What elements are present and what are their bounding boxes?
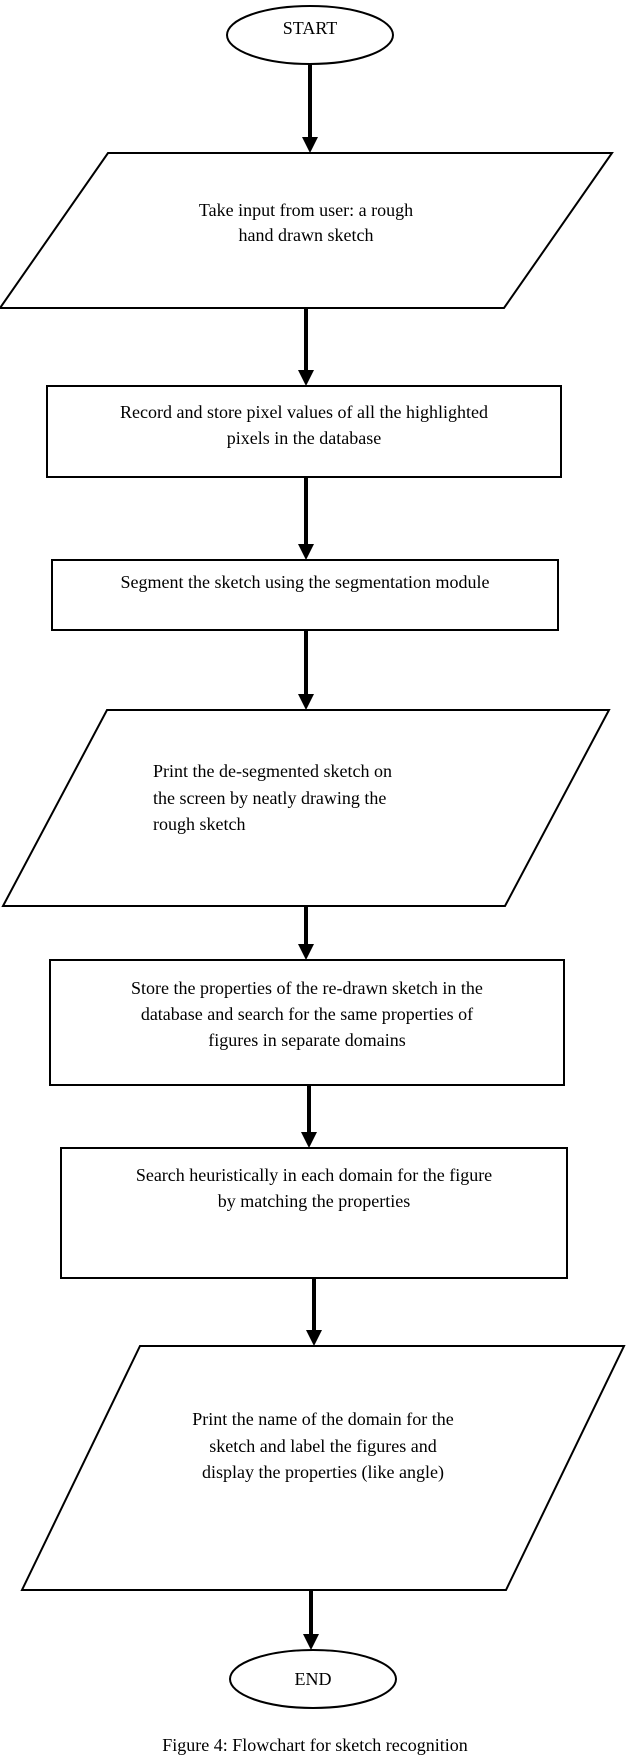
node-print-domain: Print the name of the domain for the sket…: [20, 1345, 626, 1591]
node-print-domain-line-2: display the properties (like angle): [202, 1462, 444, 1483]
terminal-ellipse: [226, 5, 394, 65]
arrow-head: [298, 544, 314, 560]
node-store-props-line-1: database and search for the same propert…: [141, 1004, 473, 1024]
node-input-line-0: Take input from user: a rough: [199, 200, 413, 220]
node-store-props: Store the properties of the re-drawn ske…: [49, 959, 565, 1086]
node-end: END: [229, 1649, 397, 1709]
node-print-sketch: Print the de-segmented sketch on the scre…: [1, 709, 611, 907]
node-print-sketch-line-2: rough sketch: [153, 814, 245, 834]
arrow-head: [306, 1330, 322, 1346]
figure-caption: Figure 4: Flowchart for sketch recogniti…: [162, 1735, 467, 1755]
node-end-line-0: END: [295, 1669, 332, 1689]
arrow-head: [298, 694, 314, 710]
process-box: [46, 385, 562, 478]
node-record-line-0: Record and store pixel values of all the…: [120, 402, 488, 422]
node-search-line-0: Search heuristically in each domain for …: [136, 1165, 492, 1185]
edge-print-domain-to-end: [303, 1590, 319, 1650]
arrow-head: [298, 944, 314, 960]
node-print-sketch-line-1: the screen by neatly drawing the: [153, 788, 386, 808]
edge-input-to-record: [298, 308, 314, 386]
edge-record-to-segment: [298, 477, 314, 560]
node-input-line-1: hand drawn sketch: [239, 225, 374, 245]
node-record: Record and store pixel values of all the…: [46, 385, 562, 478]
edge-search-to-print-domain: [306, 1278, 322, 1346]
terminal-ellipse: [229, 1649, 397, 1709]
edge-segment-to-print-sketch: [298, 630, 314, 710]
edge-store-props-to-search: [301, 1085, 317, 1148]
node-start: START: [226, 5, 394, 65]
node-record-line-1: pixels in the database: [227, 428, 381, 448]
node-search-line-1: by matching the properties: [218, 1191, 410, 1211]
flowchart-nodes: START Take input from user: a rough hand d…: [0, 5, 626, 1709]
io-parallelogram: [1, 709, 611, 907]
node-start-line-0: START: [283, 18, 337, 38]
arrow-head: [302, 137, 318, 153]
edge-start-to-input: [302, 64, 318, 153]
io-parallelogram: [20, 1345, 626, 1591]
io-parallelogram: [0, 152, 614, 309]
arrow-head: [301, 1132, 317, 1148]
node-search: Search heuristically in each domain for …: [60, 1147, 568, 1279]
edge-print-sketch-to-store-props: [298, 906, 314, 960]
node-store-props-line-2: figures in separate domains: [208, 1030, 405, 1050]
arrow-head: [303, 1634, 319, 1650]
node-segment-line-0: Segment the sketch using the segmentatio…: [121, 572, 490, 592]
node-print-sketch-line-0: Print the de-segmented sketch on: [153, 761, 392, 781]
arrow-head: [298, 370, 314, 386]
node-print-domain-line-0: Print the name of the domain for the: [192, 1409, 453, 1429]
node-segment: Segment the sketch using the segmentatio…: [51, 559, 559, 631]
node-print-domain-line-1: sketch and label the figures and: [209, 1436, 436, 1456]
flowchart-edges: [298, 64, 322, 1650]
process-box: [60, 1147, 568, 1279]
node-input: Take input from user: a rough hand drawn …: [0, 152, 614, 309]
node-store-props-line-0: Store the properties of the re-drawn ske…: [131, 978, 483, 998]
process-box: [51, 559, 559, 631]
process-box: [49, 959, 565, 1086]
